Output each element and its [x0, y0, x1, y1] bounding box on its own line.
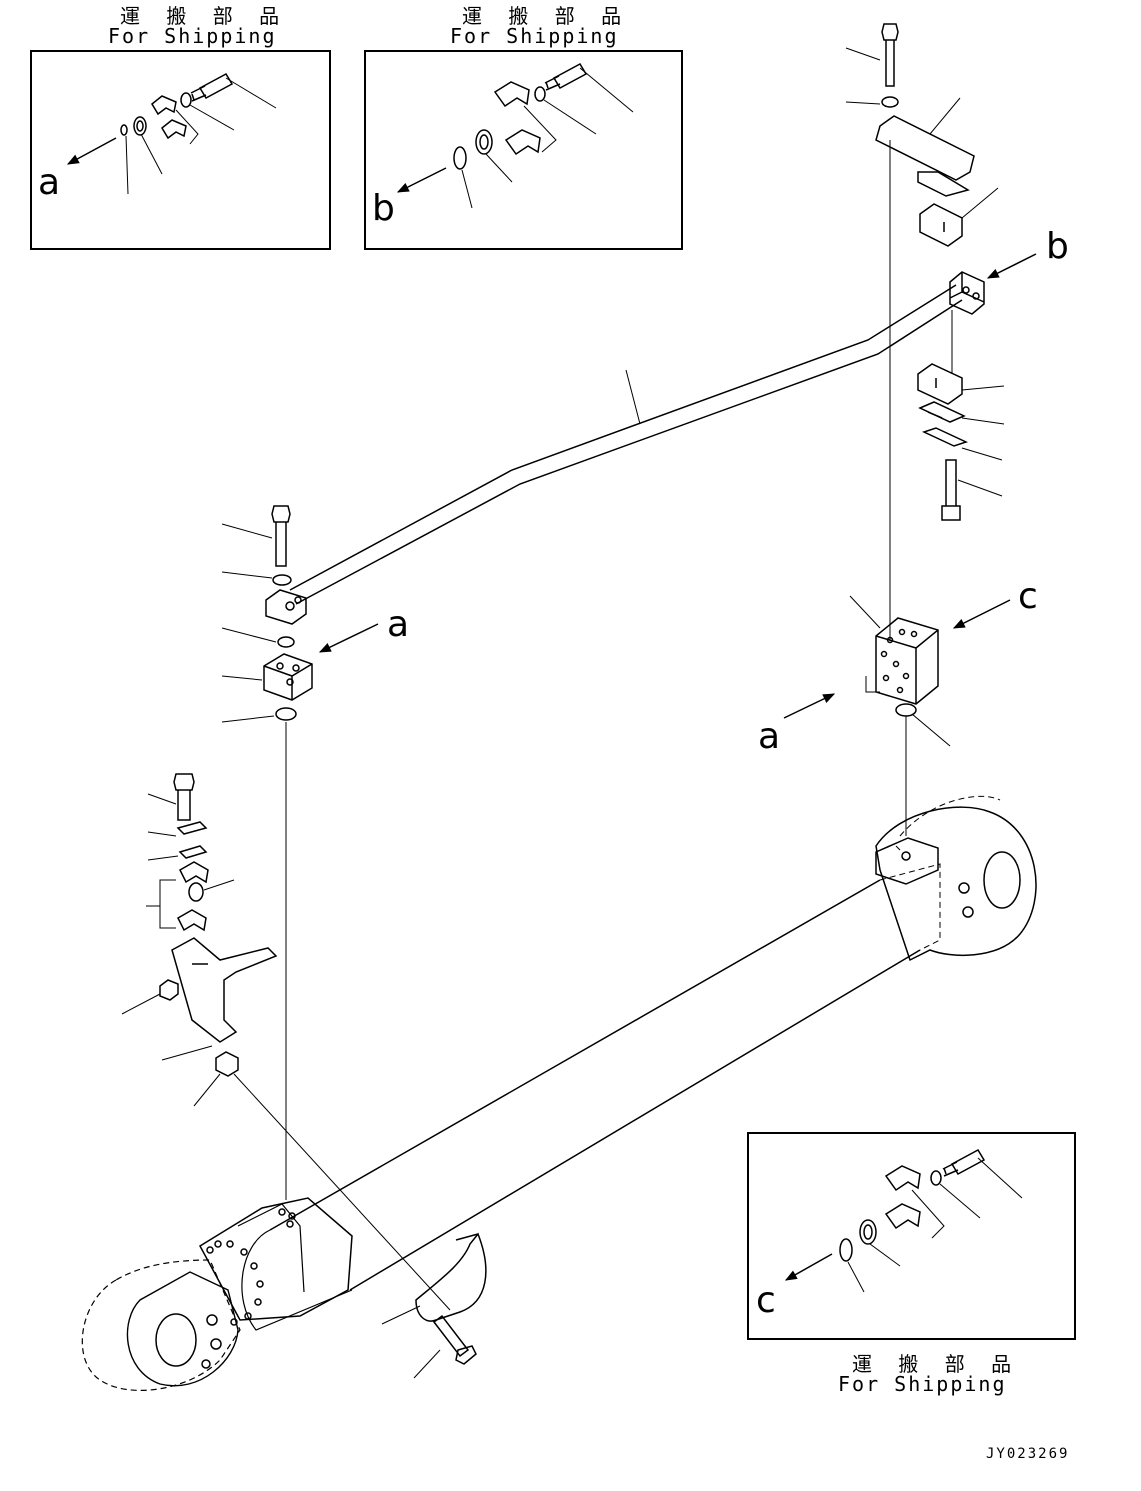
right-bracket-stack	[845, 23, 1005, 521]
hydraulic-cylinder	[81, 795, 1037, 1391]
view-arrow-b	[396, 167, 447, 193]
head-end-housing	[199, 1197, 353, 1321]
junction-block-icon	[875, 617, 939, 705]
view-arrow-b-tube	[986, 253, 1037, 279]
seal-ring-icon	[120, 124, 128, 136]
cylinder-body	[269, 879, 921, 1291]
nut-icon	[215, 1051, 239, 1077]
head-end-eye	[81, 1259, 241, 1391]
rod-end-eye	[875, 806, 1037, 962]
left-clamp-stack	[121, 773, 451, 1311]
washer-icon	[930, 1170, 942, 1186]
bracket-icon	[171, 937, 278, 1043]
bolt-icon	[941, 459, 961, 521]
inset-2-parts	[396, 63, 634, 209]
inset-frame-2	[364, 50, 683, 250]
bolt-icon	[190, 73, 234, 102]
right-block	[783, 140, 1011, 836]
flange-bolts	[206, 1240, 264, 1326]
washer-icon	[881, 96, 899, 108]
inset-3-parts	[784, 1149, 1023, 1293]
bolt-icon	[271, 505, 291, 567]
plate-icon	[918, 401, 966, 423]
tube-upper-edge	[289, 284, 957, 591]
inset-frame-1	[30, 50, 331, 250]
inset-frame-3	[747, 1132, 1076, 1340]
view-arrow-c	[784, 1253, 833, 1281]
view-letter-box2: b	[372, 188, 395, 229]
bolt-icon	[173, 773, 195, 821]
bolt-icon	[544, 63, 588, 91]
tube-assembly	[265, 253, 1037, 625]
split-flange-icon	[493, 81, 541, 156]
view-letter-box3: c	[756, 1280, 776, 1321]
o-ring-icon	[475, 129, 493, 155]
shipping-label-en-1: For Shipping	[108, 24, 277, 48]
clamp-half-icon	[917, 363, 963, 405]
washer-icon	[180, 92, 192, 108]
tube-lower-edge	[295, 299, 963, 605]
view-letter-box1: a	[38, 162, 61, 203]
nut-icon	[159, 979, 179, 1001]
view-letter-block-c: c	[1018, 576, 1038, 617]
view-letter-block-a2: a	[758, 716, 781, 757]
plate-icon	[176, 821, 208, 835]
clamp-half-icon	[919, 203, 963, 247]
view-arrow-a-block	[318, 623, 379, 653]
clamp-half-icon	[177, 861, 209, 932]
o-ring-icon	[859, 1219, 877, 1245]
bracket-plate-icon	[875, 115, 975, 197]
seal-ring-icon	[453, 146, 467, 170]
view-letter-block-a: a	[387, 604, 410, 645]
o-ring-icon	[275, 707, 297, 721]
inset-1-parts	[66, 73, 277, 195]
o-ring-icon	[277, 636, 295, 648]
plate-icon	[178, 845, 208, 859]
tube-end-flange-left	[265, 589, 307, 625]
washer-icon	[272, 574, 292, 586]
rod-end-port	[875, 837, 939, 885]
shipping-label-jp-1: 運 搬 部 品	[120, 4, 290, 28]
view-arrow-a	[66, 137, 117, 165]
o-ring-icon	[133, 116, 147, 136]
shipping-label-en-3: For Shipping	[838, 1372, 1007, 1396]
washer-icon	[534, 86, 546, 102]
view-arrow-a-block2	[783, 693, 836, 719]
shipping-label-jp-2: 運 搬 部 品	[462, 4, 632, 28]
lower-clamp	[381, 1232, 487, 1379]
drawing-code: JY023269	[986, 1446, 1070, 1462]
junction-block-icon	[263, 653, 313, 701]
shipping-label-jp-3: 運 搬 部 品	[852, 1352, 1022, 1376]
bolt-icon	[432, 1314, 477, 1365]
shipping-label-en-2: For Shipping	[450, 24, 619, 48]
bolt-icon	[942, 1149, 986, 1177]
left-block-stack	[221, 505, 379, 1200]
view-letter-tube-b: b	[1046, 226, 1069, 267]
split-flange-icon	[151, 95, 187, 140]
o-ring-icon	[188, 882, 204, 902]
plate-icon	[921, 427, 969, 447]
split-flange-icon	[884, 1165, 921, 1230]
bolt-icon	[881, 23, 899, 87]
seal-ring-icon	[839, 1238, 853, 1262]
assembly-line	[233, 1073, 451, 1311]
clamp-band-icon	[415, 1232, 487, 1322]
view-arrow-c-block	[952, 599, 1011, 629]
